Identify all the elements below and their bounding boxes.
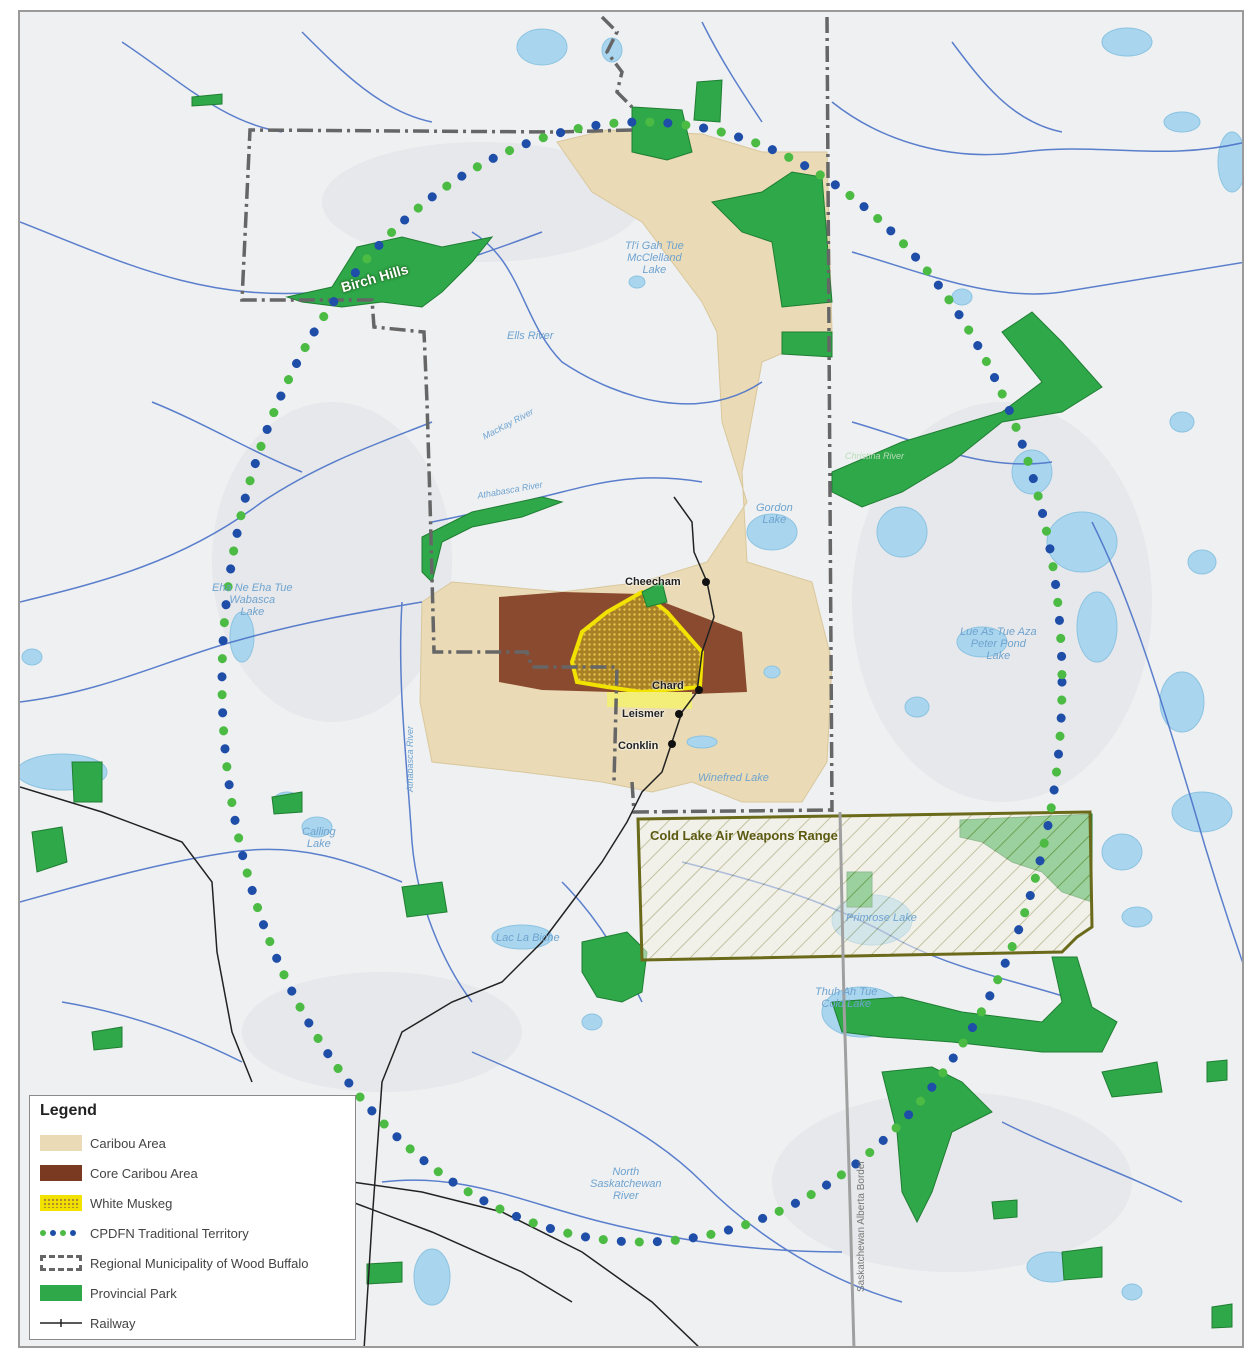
label-chard: Chard (652, 680, 684, 692)
park-north-cluster (631, 106, 693, 161)
label-christina-river: Christina River (845, 451, 905, 461)
park-far-se-3 (1061, 1246, 1103, 1281)
park-west-small-2 (71, 761, 103, 803)
park-east-strip (781, 331, 833, 358)
railway-swatch (40, 1315, 82, 1331)
legend-item-white-muskeg: White Muskeg (40, 1188, 345, 1218)
provincial-park-swatch (40, 1285, 82, 1301)
legend-item-railway: Railway (40, 1308, 345, 1338)
cpdfn-territory-green (217, 117, 1067, 1247)
park-east-block (710, 171, 833, 308)
park-cold-lake (831, 956, 1118, 1053)
label-cold-lake: Thuh Ah Tue Cold Lake (815, 986, 878, 1010)
park-far-se-2 (1206, 1059, 1228, 1083)
provincial-border-line (838, 811, 856, 1346)
wood-buffalo-swatch (40, 1255, 82, 1271)
railway (20, 496, 715, 1346)
legend-label: Regional Municipality of Wood Buffalo (90, 1255, 309, 1271)
park-west-small-4 (271, 791, 303, 815)
label-winefred-lake: Winefred Lake (698, 772, 769, 784)
park-far-se-1 (1101, 1061, 1163, 1098)
park-athabasca-corridor (421, 496, 564, 583)
legend-item-cpdfn-territory: CPDFN Traditional Territory (40, 1218, 345, 1248)
legend-label: Railway (90, 1315, 136, 1331)
legend-label: Caribou Area (90, 1135, 166, 1151)
label-gordon-lake: Gordon Lake (756, 502, 793, 526)
park-birch-hills (285, 236, 494, 308)
wood-buffalo-boundary (240, 15, 834, 814)
park-west-small-5 (91, 1026, 123, 1051)
legend-title: Legend (40, 1102, 97, 1119)
cpdfn-territory-swatch (40, 1225, 82, 1241)
park-north-small (693, 79, 723, 123)
park-south-small (366, 1261, 403, 1285)
label-north-saskatchewan-river: North Saskatchewan River (590, 1166, 662, 1202)
legend: Legend Caribou Area Core Caribou Area Wh… (29, 1095, 356, 1340)
legend-item-wood-buffalo: Regional Municipality of Wood Buffalo (40, 1248, 345, 1278)
legend-item-caribou-area: Caribou Area (40, 1128, 345, 1158)
park-lac-la-biche (581, 931, 648, 1003)
white-muskeg-strip (607, 692, 692, 709)
label-conklin: Conklin (618, 740, 659, 752)
label-saskatchewan-alberta-border: Saskatchewan Alberta Border (856, 1160, 867, 1292)
park-south-cluster (881, 1066, 993, 1224)
white-muskeg-swatch (40, 1195, 82, 1211)
park-christina (831, 311, 1103, 508)
label-leismer: Leismer (622, 708, 665, 720)
park-nw-small (191, 93, 223, 107)
label-cheecham: Cheecham (625, 576, 681, 588)
core-caribou-swatch (40, 1165, 82, 1181)
park-far-se-4 (991, 1199, 1018, 1220)
label-lac-la-biche: Lac La Biche (496, 932, 560, 944)
legend-label: White Muskeg (90, 1195, 173, 1211)
park-west-small-3 (31, 826, 68, 873)
cold-lake-air-weapons-range (636, 810, 1094, 962)
label-ells-river: Ells River (507, 330, 554, 342)
label-wabasca-lake: Eha Ne Eha Tue Wabasca Lake (212, 582, 293, 618)
label-cold-lake-range: Cold Lake Air Weapons Range (650, 828, 838, 843)
park-bottom-right (1211, 1303, 1233, 1329)
legend-item-core-caribou-area: Core Caribou Area (40, 1158, 345, 1188)
label-primrose-lake: Primrose Lake (846, 912, 917, 924)
legend-item-provincial-park: Provincial Park (40, 1278, 345, 1308)
label-peter-pond-lake: Lue As Tue Aza Peter Pond Lake (960, 626, 1037, 662)
cpdfn-territory-blue (217, 117, 1067, 1247)
legend-label: Provincial Park (90, 1285, 177, 1301)
park-cheecham (641, 581, 668, 608)
label-athabasca-river-south: Athabasca River (405, 725, 415, 792)
rail-stations (668, 578, 710, 748)
caribou-area-swatch (40, 1135, 82, 1151)
park-west-small-1 (401, 881, 448, 918)
legend-label: Core Caribou Area (90, 1165, 198, 1181)
label-mcclelland-lake: Tl'i Gah Tue McClelland Lake (625, 240, 684, 276)
label-calling-lake: Calling Lake (302, 826, 336, 850)
legend-label: CPDFN Traditional Territory (90, 1225, 249, 1241)
